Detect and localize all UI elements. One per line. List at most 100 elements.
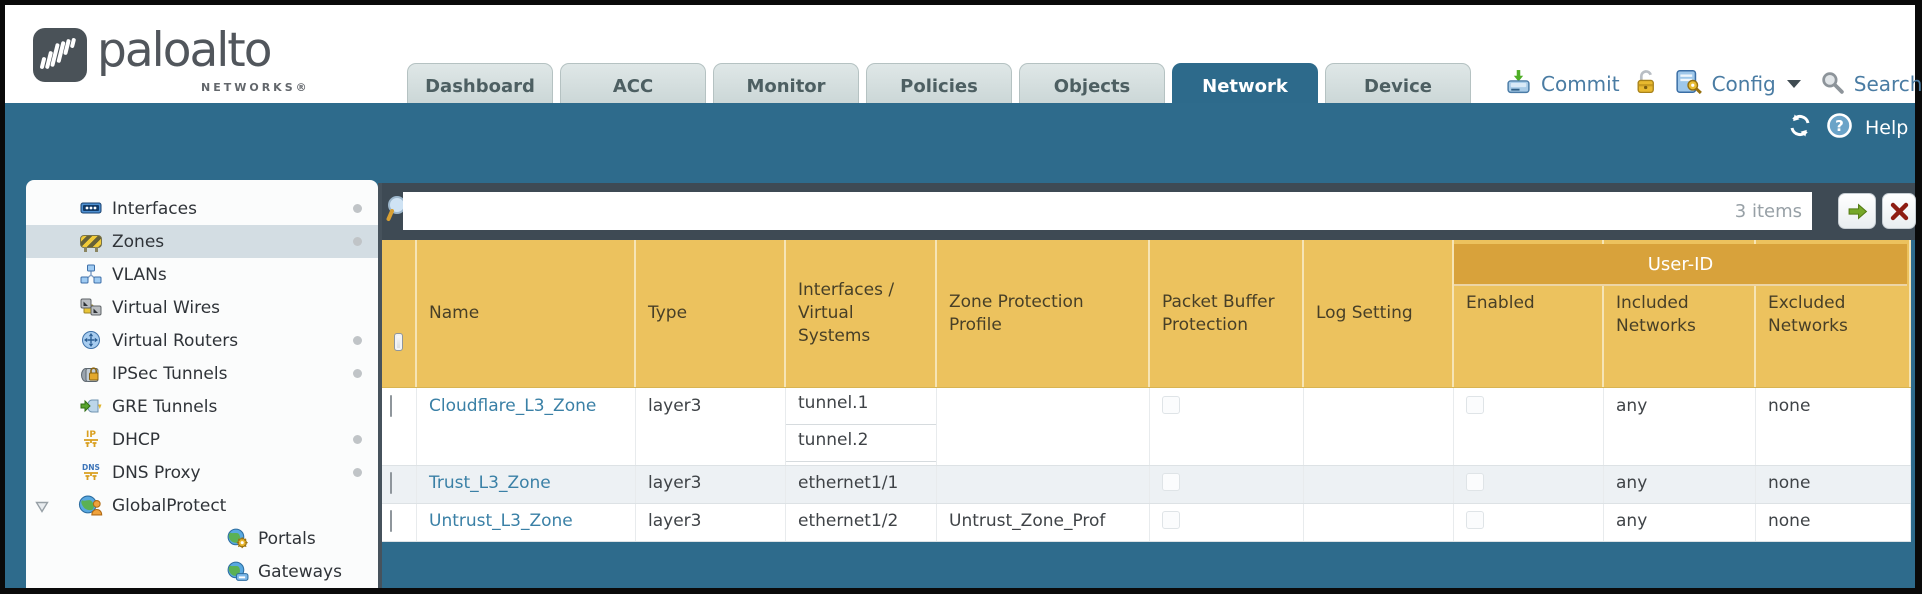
sidebar-item-virtual-routers[interactable]: Virtual Routers	[26, 324, 378, 357]
sidebar-item-label: Virtual Routers	[112, 330, 239, 351]
refresh-icon[interactable]	[1786, 113, 1814, 142]
included-networks-cell: any	[1604, 466, 1756, 503]
sidebar-item-interfaces[interactable]: Interfaces	[26, 192, 378, 225]
tab-dashboard[interactable]: Dashboard	[407, 63, 553, 108]
sidebar-item-dhcp[interactable]: IP DHCP	[26, 423, 378, 456]
sidebar-item-gre-tunnels[interactable]: GRE Tunnels	[26, 390, 378, 423]
excluded-networks-cell: none	[1756, 504, 1911, 541]
sidebar-item-label: Zones	[112, 231, 165, 252]
row-checkbox[interactable]	[390, 395, 392, 417]
brand-text: paloalto	[97, 23, 272, 78]
tab-policies[interactable]: Policies	[866, 63, 1012, 108]
gre-tunnels-icon	[78, 395, 104, 417]
sidebar-item-zones[interactable]: Zones	[26, 225, 378, 258]
paloalto-logo-icon	[32, 27, 88, 87]
header-actions: Commit Config	[1505, 63, 1922, 105]
column-header-name[interactable]: Name	[417, 240, 636, 387]
commit-icon[interactable]	[1505, 69, 1532, 100]
tab-network[interactable]: Network	[1172, 63, 1318, 108]
help-button[interactable]: Help	[1865, 116, 1909, 139]
tab-label: Device	[1364, 75, 1432, 97]
row-select-cell	[382, 466, 417, 503]
sidebar-item-portals[interactable]: Portals	[26, 522, 378, 555]
sidebar-item-label: Portals	[258, 528, 316, 549]
chevron-down-icon[interactable]	[1786, 80, 1801, 88]
status-dot	[353, 468, 362, 477]
column-header-packet-buffer[interactable]: Packet Buffer Protection	[1150, 240, 1304, 387]
user-id-enabled-cell	[1454, 504, 1604, 541]
zone-name-link[interactable]: Untrust_L3_Zone	[429, 511, 573, 531]
column-header-log-setting[interactable]: Log Setting	[1304, 240, 1454, 387]
zone-interfaces-cell: ethernet1/1	[786, 466, 937, 503]
tab-label: ACC	[612, 75, 654, 97]
row-select-cell	[382, 504, 417, 541]
status-dot	[353, 204, 362, 213]
dhcp-glyph: IP	[86, 430, 96, 440]
help-icon[interactable]: ?	[1826, 112, 1853, 143]
column-header-enabled[interactable]: Enabled	[1454, 240, 1604, 387]
question-glyph: ?	[1835, 117, 1844, 135]
items-count: 3 items	[1734, 201, 1802, 222]
sidebar-item-globalprotect[interactable]: GlobalProtect	[26, 489, 378, 522]
zone-name-link[interactable]: Trust_L3_Zone	[429, 473, 551, 493]
tab-label: Network	[1202, 75, 1288, 97]
sidebar-item-label: Virtual Wires	[112, 297, 221, 318]
zones-icon	[78, 230, 104, 252]
column-header-included-networks[interactable]: Included Networks	[1604, 240, 1756, 387]
config-icon[interactable]	[1675, 68, 1703, 100]
zone-type-cell: layer3	[636, 466, 786, 503]
row-checkbox[interactable]	[390, 472, 392, 494]
search-button[interactable]: Search	[1853, 72, 1922, 96]
filter-input[interactable]	[403, 192, 1812, 230]
packet-buffer-checkbox	[1162, 473, 1180, 491]
tab-label: Policies	[900, 75, 978, 97]
main-nav-tabs: Dashboard ACC Monitor Policies Objects N…	[407, 63, 1471, 108]
enabled-checkbox	[1466, 396, 1484, 414]
tab-acc[interactable]: ACC	[560, 63, 706, 108]
table-row: Cloudflare_L3_Zone layer3 tunnel.1 tunne…	[382, 388, 1911, 466]
header-select-all-cell	[382, 240, 417, 387]
zone-name-link[interactable]: Cloudflare_L3_Zone	[429, 396, 597, 416]
commit-button[interactable]: Commit	[1541, 72, 1620, 96]
apply-filter-button[interactable]	[1838, 193, 1876, 229]
tab-objects[interactable]: Objects	[1019, 63, 1165, 108]
log-setting-cell	[1304, 388, 1454, 465]
packet-buffer-checkbox	[1162, 396, 1180, 414]
zone-protection-cell	[937, 466, 1150, 503]
zone-name-cell: Untrust_L3_Zone	[417, 504, 636, 541]
network-sidebar: Interfaces Zones VLANs	[26, 180, 378, 588]
status-dot	[353, 237, 362, 246]
portals-icon	[224, 527, 250, 549]
tab-monitor[interactable]: Monitor	[713, 63, 859, 108]
zone-type-cell: layer3	[636, 388, 786, 465]
packet-buffer-checkbox	[1162, 511, 1180, 529]
sidebar-item-virtual-wires[interactable]: Virtual Wires	[26, 291, 378, 324]
interfaces-icon	[78, 197, 104, 219]
config-button[interactable]: Config	[1711, 72, 1776, 96]
column-header-type[interactable]: Type	[636, 240, 786, 387]
search-icon[interactable]	[1820, 70, 1845, 99]
enabled-checkbox	[1466, 511, 1484, 529]
sidebar-item-vlans[interactable]: VLANs	[26, 258, 378, 291]
sidebar-item-gateways[interactable]: Gateways	[26, 555, 378, 588]
status-dot	[353, 369, 362, 378]
table-row: Untrust_L3_Zone layer3 ethernet1/2 Untru…	[382, 504, 1911, 542]
included-networks-cell: any	[1604, 388, 1756, 465]
column-header-interfaces[interactable]: Interfaces / Virtual Systems	[786, 240, 937, 387]
tab-label: Dashboard	[425, 75, 535, 97]
expand-triangle-icon[interactable]	[35, 498, 49, 517]
sidebar-divider	[378, 183, 382, 588]
tab-device[interactable]: Device	[1325, 63, 1471, 108]
zones-table: User-ID Name Type Interfaces / Virtual S…	[382, 240, 1911, 542]
sidebar-item-label: DHCP	[112, 429, 160, 450]
sidebar-item-ipsec-tunnels[interactable]: IPSec Tunnels	[26, 357, 378, 390]
lock-icon[interactable]	[1635, 69, 1658, 100]
column-header-excluded-networks[interactable]: Excluded Networks	[1756, 240, 1911, 387]
dhcp-icon: IP	[78, 428, 104, 450]
select-all-checkbox[interactable]	[394, 332, 403, 351]
clear-filter-button[interactable]	[1882, 193, 1916, 229]
column-header-zone-protection[interactable]: Zone Protection Profile	[937, 240, 1150, 387]
sidebar-item-dns-proxy[interactable]: DNS DNS Proxy	[26, 456, 378, 489]
row-checkbox[interactable]	[390, 510, 392, 532]
